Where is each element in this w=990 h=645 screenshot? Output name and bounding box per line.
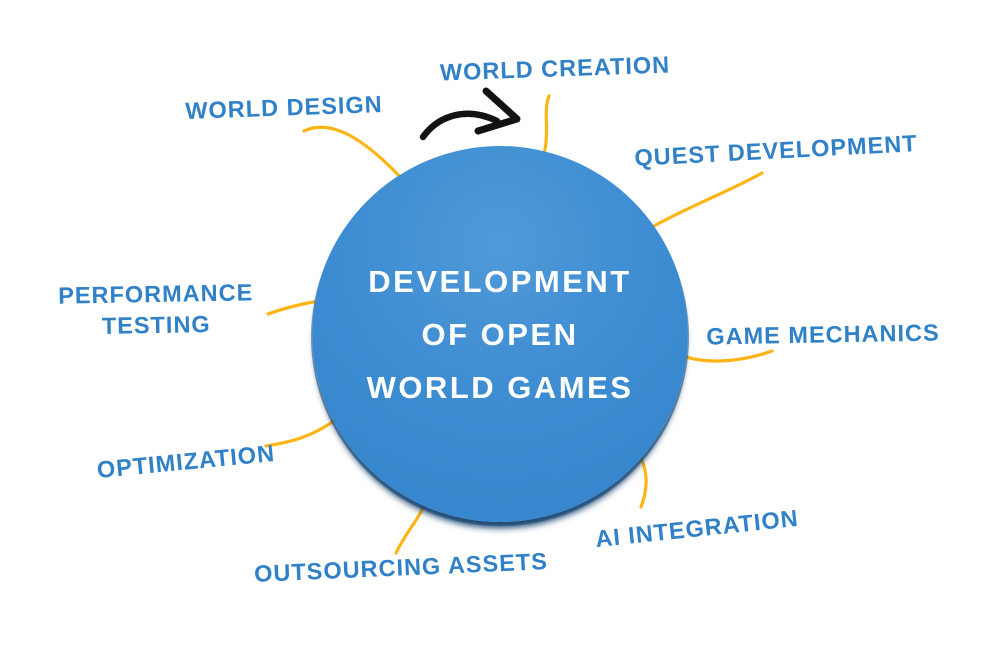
- connector-optimization: [264, 415, 341, 448]
- central-topic: DEVELOPMENT OF OPEN WORLD GAMES: [312, 146, 688, 522]
- node-game-mechanics: GAME MECHANICS: [706, 319, 940, 350]
- connector-world-design: [302, 125, 405, 182]
- connector-quest-development: [652, 171, 764, 228]
- node-world-creation: WORLD CREATION: [439, 51, 671, 86]
- node-world-design: WORLD DESIGN: [184, 91, 384, 124]
- curved-arrow-icon: [419, 87, 521, 141]
- node-optimization: OPTIMIZATION: [95, 439, 277, 484]
- central-topic-line-3: WORLD GAMES: [366, 369, 634, 405]
- central-topic-line-2: OF OPEN: [421, 316, 579, 352]
- node-quest-development: QUEST DEVELOPMENT: [633, 130, 919, 171]
- node-outsourcing-assets: OUTSOURCING ASSETS: [253, 548, 549, 587]
- central-topic-line-1: DEVELOPMENT: [368, 263, 632, 299]
- connector-game-mechanics: [678, 349, 774, 363]
- node-ai-integration: AI INTEGRATION: [594, 504, 800, 553]
- central-topic-title: DEVELOPMENT OF OPEN WORLD GAMES: [367, 255, 634, 414]
- connector-outsourcing-assets: [394, 497, 429, 555]
- node-performance-testing: PERFORMANCE TESTING: [57, 279, 254, 339]
